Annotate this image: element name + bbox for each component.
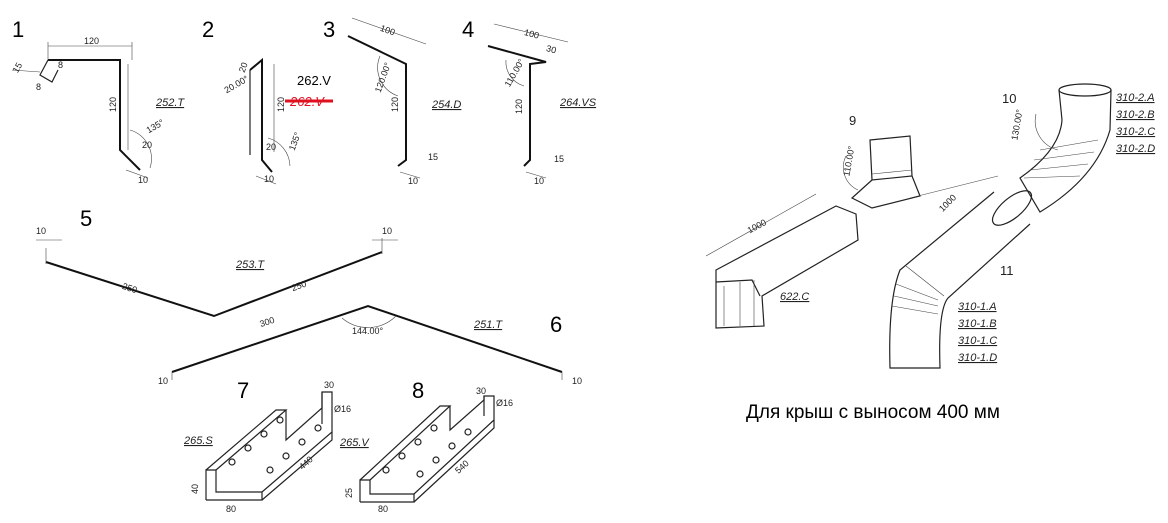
- part-3-profile: [347, 17, 427, 179]
- item-number-9: 9: [849, 113, 856, 128]
- dim-4-top: 100: [523, 27, 540, 41]
- dim-4-lip: 30: [545, 43, 557, 55]
- dim-8-b: 80: [378, 504, 388, 514]
- dim-3-angle: 120.00°: [373, 61, 393, 94]
- item-number-1: 1: [12, 17, 24, 42]
- code-254D: 254.D: [431, 99, 461, 111]
- item-number-5: 5: [80, 206, 92, 231]
- dim-2-angle2: 135°: [287, 131, 303, 152]
- dim-4-side: 120: [514, 99, 524, 114]
- item-number-6: 6: [550, 312, 562, 337]
- code-252T: 252.T: [155, 97, 185, 109]
- dim-2-top: 20: [237, 61, 250, 74]
- part-2-profile: [249, 57, 291, 185]
- item-number-11: 11: [1000, 263, 1014, 278]
- dim-6-l: 300: [258, 315, 275, 329]
- dim-1-r: 20: [142, 140, 152, 150]
- dim-4-s2: 15: [554, 154, 564, 164]
- dim-3-top: 100: [379, 23, 397, 38]
- dim-6-angle: 144.00°: [352, 326, 384, 336]
- dim-1-flange: 10: [138, 175, 148, 185]
- code-251T: 251.T: [473, 319, 503, 331]
- dim-4-flange: 10: [534, 176, 544, 186]
- dim-5-l: 250: [121, 281, 138, 295]
- dim-3-flange: 10: [408, 176, 418, 186]
- code-310-2B: 310-2.B: [1116, 109, 1155, 121]
- part-9-elbow: [843, 135, 921, 209]
- code-310-1C: 310-1.C: [958, 335, 997, 347]
- item-number-8: 8: [412, 378, 424, 403]
- part-622C-downpipe: [705, 193, 859, 329]
- part-6-profile: [171, 304, 563, 380]
- part-8-bracket: [359, 395, 495, 503]
- dim-11-len: 1000: [937, 192, 958, 213]
- code-264VS: 264.VS: [559, 97, 597, 109]
- dim-1-a: 8: [36, 82, 41, 92]
- dim-8-len: 540: [453, 458, 471, 475]
- dim-5-el: 10: [36, 226, 46, 236]
- dim-8-h: 25: [344, 488, 354, 498]
- dim-1-lip: 15: [11, 61, 25, 75]
- part-4-profile: [487, 23, 569, 179]
- part-8-holes: [382, 424, 472, 478]
- item-number-2: 2: [202, 17, 214, 42]
- dim-2-flange: 10: [264, 174, 274, 184]
- dim-9-len: 1000: [746, 217, 768, 235]
- dim-8-hole: Ø16: [496, 398, 513, 408]
- part-11-pipe: [889, 175, 1033, 369]
- dim-9-angle: 110.00°: [841, 145, 856, 177]
- dim-7-h: 40: [190, 484, 200, 494]
- dim-3-lip: 15: [428, 152, 438, 162]
- dim-6-el: 10: [158, 376, 168, 386]
- dim-1-angle: 135°: [145, 117, 166, 135]
- code-253T: 253.T: [235, 259, 265, 271]
- dim-7-b: 80: [226, 504, 236, 514]
- dim-1-b: 8: [58, 60, 63, 70]
- part-1-profile: [11, 42, 152, 179]
- code-310-1A: 310-1.A: [958, 301, 997, 313]
- item-number-7: 7: [237, 378, 249, 403]
- dim-1-side: 120: [108, 97, 118, 112]
- part-7-holes: [228, 416, 322, 474]
- dim-10-angle: 130.00°: [1009, 108, 1024, 141]
- item-number-3: 3: [323, 17, 335, 42]
- dim-3-side: 120: [390, 97, 400, 112]
- code-265S: 265.S: [183, 435, 213, 447]
- code-310-1D: 310-1.D: [958, 352, 997, 364]
- label-262V: 262.V: [297, 73, 331, 88]
- code-310-2D: 310-2.D: [1116, 143, 1155, 155]
- code-265V: 265.V: [339, 437, 370, 449]
- part-10-elbow: [1019, 83, 1112, 213]
- dim-6-er: 10: [572, 376, 582, 386]
- part-5-profile: [36, 238, 398, 318]
- code-310-2C: 310-2.C: [1116, 126, 1155, 138]
- dim-7-w: 30: [324, 380, 334, 390]
- dim-2-side: 120: [276, 97, 286, 112]
- code-310-1B: 310-1.B: [958, 318, 997, 330]
- dim-2-r: 20: [266, 142, 276, 152]
- caption: Для крыш с выносом 400 мм: [746, 402, 1000, 423]
- dim-5-er: 10: [382, 226, 392, 236]
- dim-2-angle: 20.00°: [223, 73, 251, 95]
- code-310-2A: 310-2.A: [1116, 92, 1155, 104]
- part-7-bracket: [205, 391, 333, 501]
- dim-5-r: 250: [290, 279, 308, 294]
- item-number-10: 10: [1002, 91, 1016, 106]
- code-622C: 622.C: [780, 291, 809, 303]
- dim-1-top: 120: [84, 36, 99, 46]
- dim-8-w: 30: [476, 386, 486, 396]
- dim-7-hole: Ø16: [334, 404, 351, 414]
- item-number-4: 4: [462, 17, 474, 42]
